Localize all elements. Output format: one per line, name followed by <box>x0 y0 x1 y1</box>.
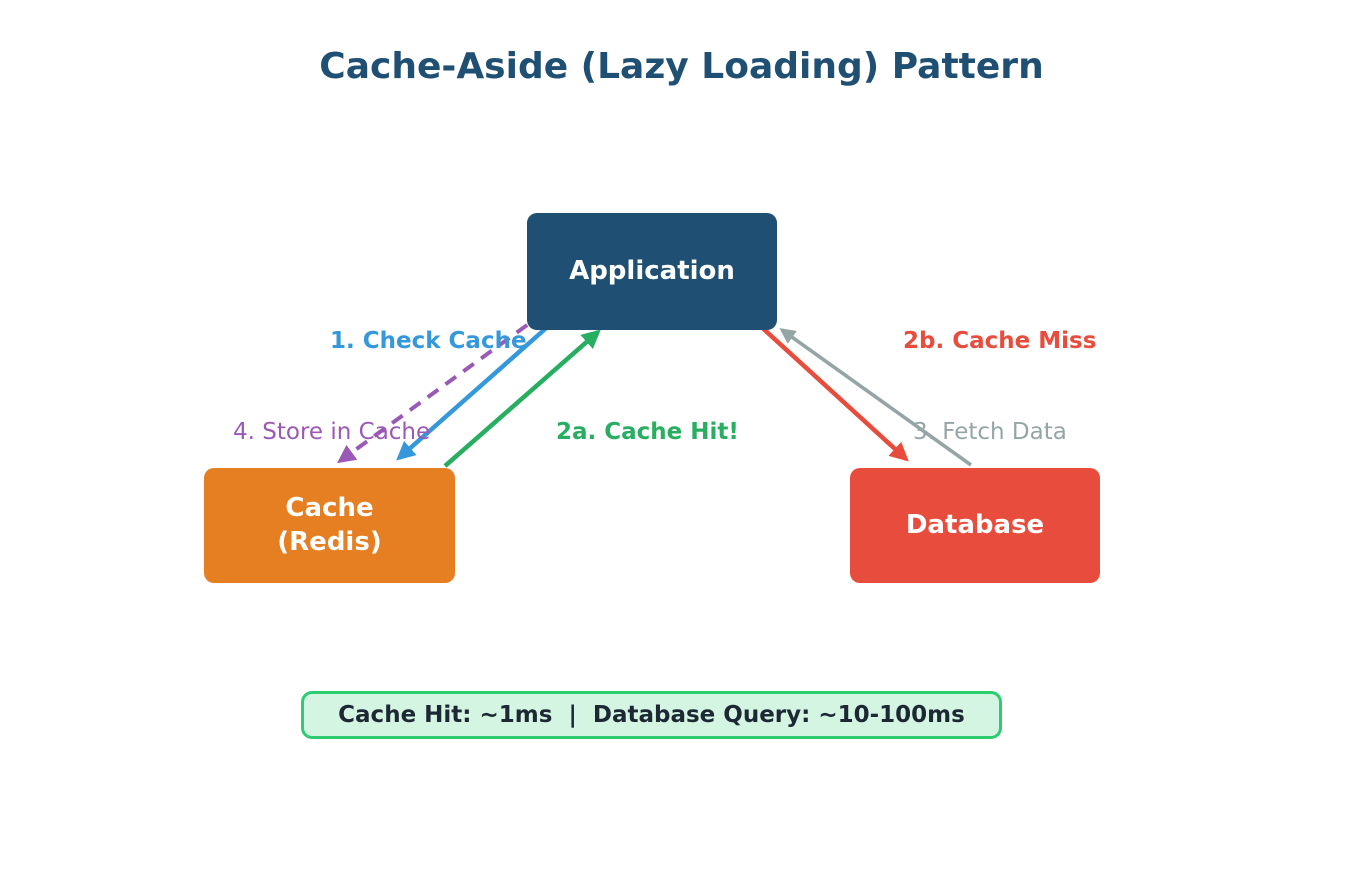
edge-label-fetch-data: 3. Fetch Data <box>913 419 1067 445</box>
edge-label-check-cache: 1. Check Cache <box>330 328 527 354</box>
node-cache-label: Cache <box>285 493 374 524</box>
edge-label-cache-miss: 2b. Cache Miss <box>903 328 1097 354</box>
node-cache-sublabel: (Redis) <box>277 526 382 557</box>
edge-cache-miss-arrow <box>755 321 909 462</box>
edge-label-cache-hit: 2a. Cache Hit! <box>556 419 739 445</box>
edge-label-store-in-cache: 4. Store in Cache <box>233 419 431 445</box>
node-cache: Cache (Redis) <box>204 468 455 583</box>
edge-check-cache-arrow <box>396 320 555 461</box>
latency-footnote: Cache Hit: ~1ms | Database Query: ~10-10… <box>301 691 1002 739</box>
edge-cache-hit-arrow <box>443 329 601 468</box>
node-application-label: Application <box>569 255 735 286</box>
node-application: Application <box>527 213 777 330</box>
node-database: Database <box>850 468 1100 583</box>
diagram-title: Cache-Aside (Lazy Loading) Pattern <box>319 46 1044 87</box>
node-database-label: Database <box>905 509 1045 540</box>
edge-fetch-data-arrow <box>779 328 973 467</box>
